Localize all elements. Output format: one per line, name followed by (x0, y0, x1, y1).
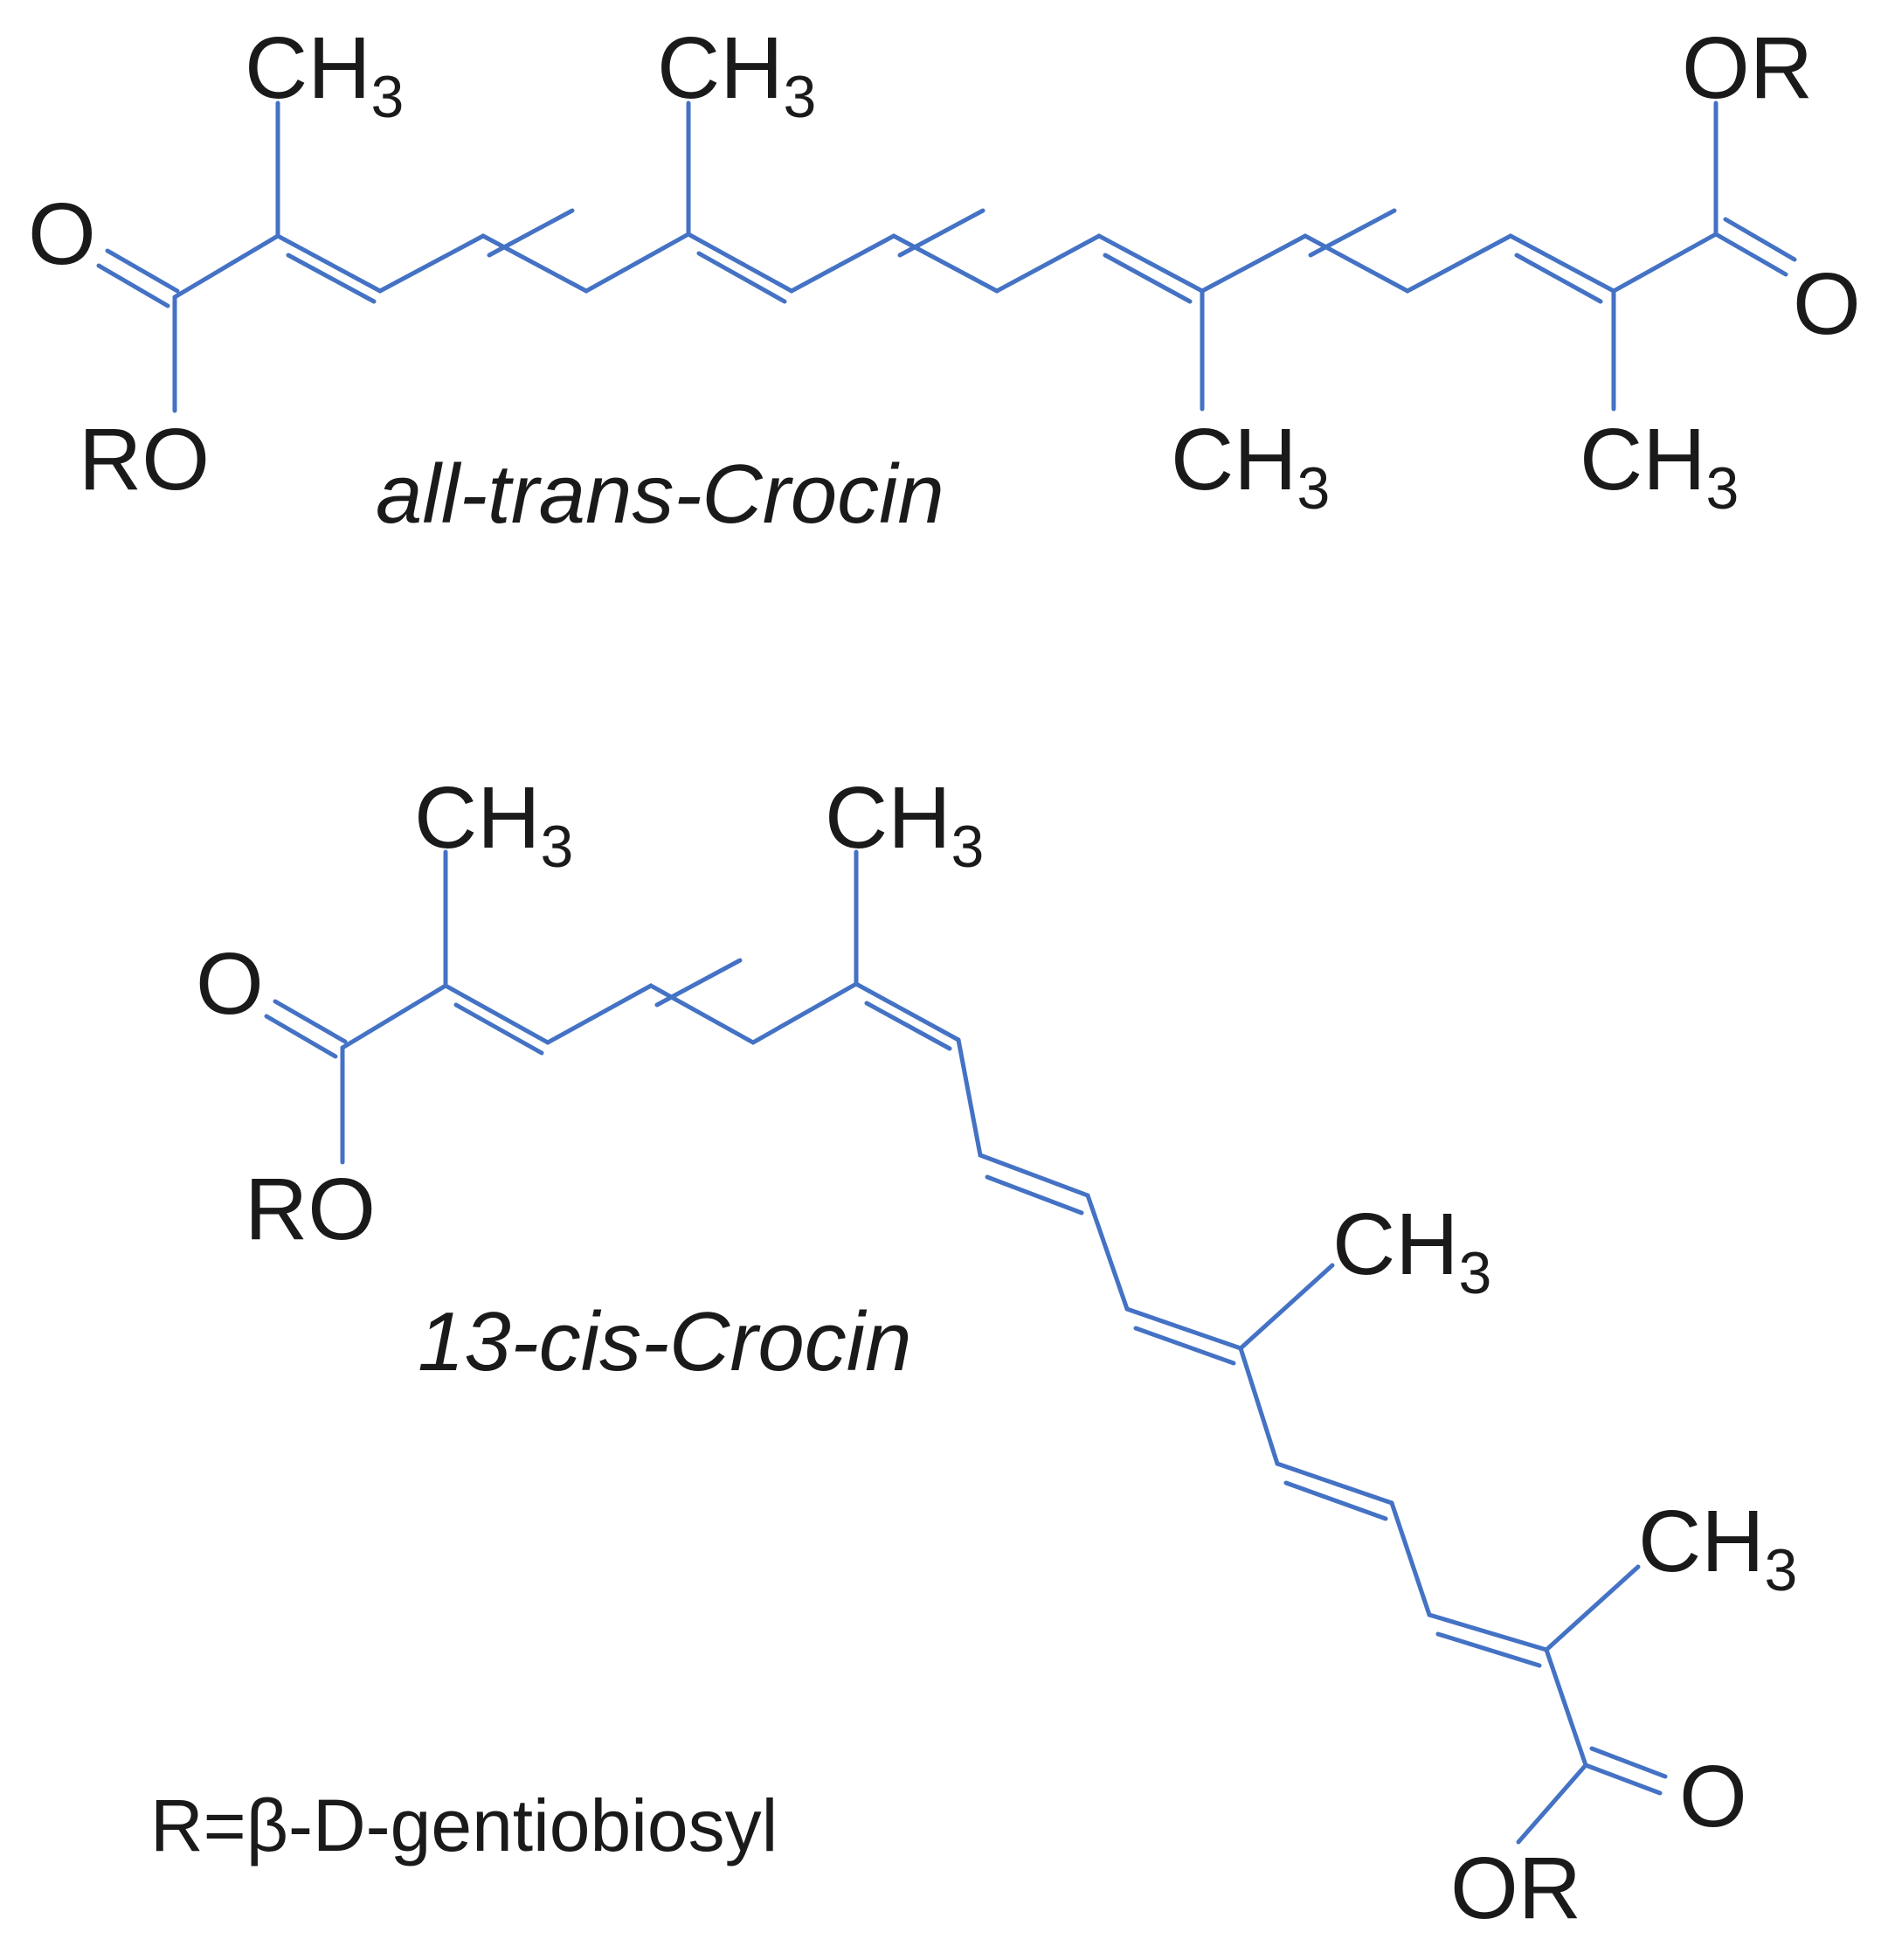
bond (1514, 253, 1603, 304)
bond (1713, 232, 1788, 277)
bond (985, 1174, 1084, 1215)
all-trans-crocin-structure: CH3 CH3 CH3 CH3 O RO OR O all-trans-Croc… (28, 19, 1861, 541)
methyl-label: CH3 (1580, 411, 1739, 522)
13-cis-atom-labels: CH3 CH3 CH3 CH3 O RO O OR (196, 769, 1797, 1937)
methyl-label: CH3 (1332, 1195, 1491, 1306)
all-trans-bonds (96, 100, 1797, 413)
bond (105, 248, 180, 294)
ester-or-label: OR (1450, 1839, 1581, 1937)
methyl-label: CH3 (414, 769, 573, 880)
bond (264, 1014, 338, 1059)
bond (96, 263, 170, 308)
methyl-label: CH3 (657, 19, 816, 130)
all-trans-atom-labels: CH3 CH3 CH3 CH3 O RO OR O (28, 19, 1861, 522)
bond (273, 999, 348, 1044)
bond (956, 1037, 1588, 1768)
bond (1583, 1763, 1663, 1796)
bond (172, 232, 1719, 300)
carbonyl-oxygen-label: O (1679, 1748, 1747, 1846)
bond (1723, 217, 1797, 262)
bond (340, 981, 961, 1050)
bond (897, 208, 985, 258)
bond (1133, 1326, 1236, 1366)
bond (1308, 208, 1397, 258)
bond (1516, 1763, 1588, 1845)
methyl-label: CH3 (825, 769, 984, 880)
bond (1238, 1263, 1335, 1351)
compound-name: all-trans-Crocin (376, 447, 944, 541)
bond (487, 208, 575, 258)
r-group-definition: R=β-D-gentiobiosyl (150, 1784, 778, 1867)
carbonyl-oxygen-label: O (28, 185, 96, 283)
bond (1283, 1480, 1388, 1521)
bond (1103, 253, 1193, 304)
ester-ro-label: RO (245, 1160, 376, 1258)
bond (453, 1002, 544, 1056)
bond (654, 958, 743, 1008)
13-cis-bonds (264, 849, 1668, 1845)
bond (864, 1001, 952, 1051)
bond (1435, 1631, 1542, 1668)
methyl-label: CH3 (1638, 1493, 1797, 1603)
methyl-label: CH3 (245, 19, 404, 130)
compound-name: 13-cis-Crocin (418, 1295, 911, 1389)
carbonyl-oxygen-label: O (196, 935, 264, 1033)
ester-ro-label: RO (79, 411, 210, 509)
bond (286, 253, 377, 304)
bond (696, 251, 787, 304)
ester-or-label: OR (1682, 19, 1813, 117)
carbonyl-oxygen-label: O (1793, 255, 1861, 353)
bond (1544, 1564, 1641, 1652)
13-cis-crocin-structure: CH3 CH3 CH3 CH3 O RO O OR 13-cis-Crocin (196, 769, 1797, 1937)
bond (1589, 1746, 1668, 1779)
methyl-label: CH3 (1171, 411, 1330, 522)
